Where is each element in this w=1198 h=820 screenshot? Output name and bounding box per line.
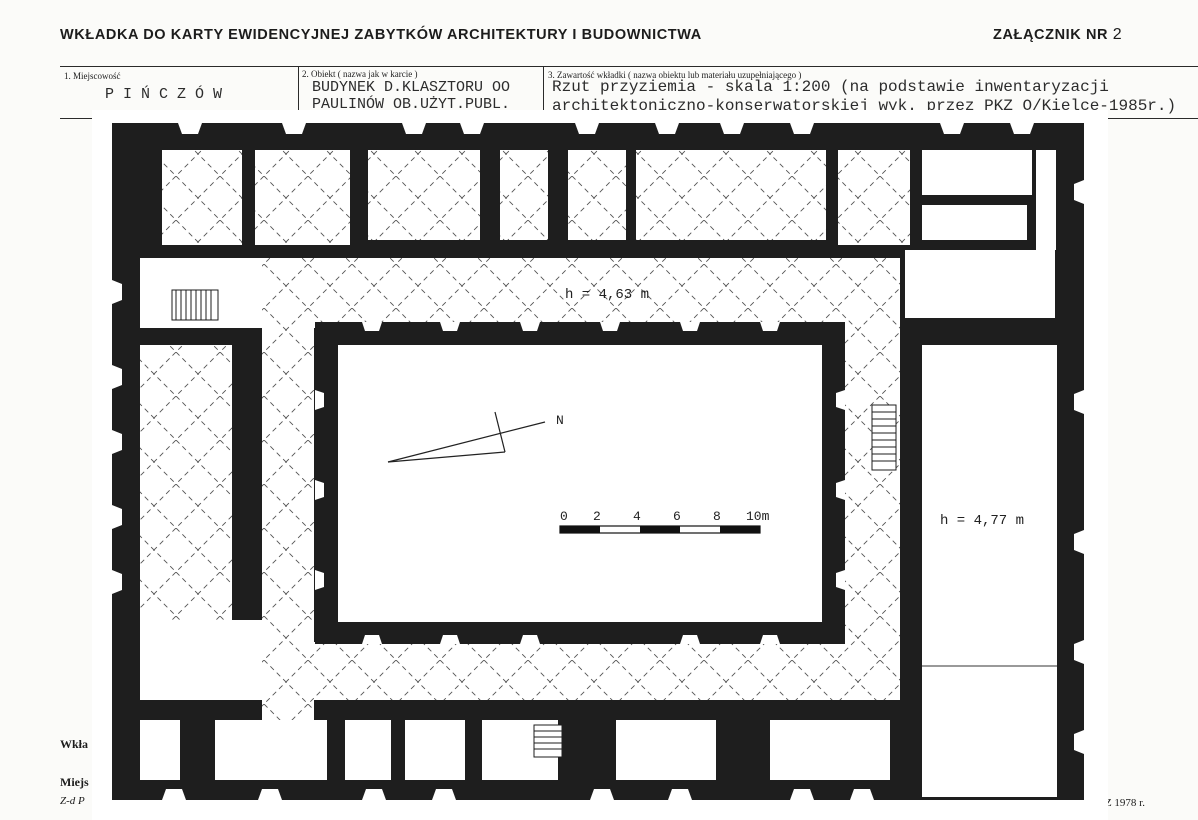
scale-tick-10m: 10m — [746, 509, 770, 524]
north-arrow — [387, 411, 546, 463]
floor-plan: h = 4,63 m h = 4,77 m N 0 2 4 6 8 10m — [92, 110, 1108, 820]
object-label: 2. Obiekt ( nazwa jak w karcie ) — [302, 69, 418, 79]
east-hall — [922, 345, 1057, 797]
place-label: 1. Miejscowość — [64, 71, 121, 81]
north-wing-vaults — [162, 150, 910, 245]
window-openings — [112, 123, 1084, 800]
scale-bar — [559, 525, 761, 534]
attachment-label-text: ZAŁĄCZNIK NR — [993, 27, 1109, 43]
footer-label-3: Z-d P — [60, 795, 85, 807]
footer-label-right: OZ 1978 r. — [1097, 797, 1145, 809]
height-label-north: h = 4,63 m — [565, 287, 649, 303]
scale-tick-8: 8 — [713, 509, 721, 524]
scale-tick-4: 4 — [633, 509, 641, 524]
object-value-line-1: BUDYNEK D.KLASZTORU OO — [312, 79, 511, 96]
scale-tick-6: 6 — [673, 509, 681, 524]
attachment-label: ZAŁĄCZNIK NR 2 — [993, 26, 1122, 44]
south-wing-rooms — [140, 720, 890, 780]
north-arrow-label: N — [556, 413, 564, 428]
field-divider-1 — [298, 66, 299, 118]
height-label-east: h = 4,77 m — [940, 513, 1024, 529]
place-value: P I Ń C Z Ó W — [105, 86, 223, 103]
scale-tick-2: 2 — [593, 509, 601, 524]
attachment-number: 2 — [1112, 26, 1123, 43]
staircases — [171, 289, 897, 758]
footer-label-1: Wkła — [60, 737, 89, 751]
contents-value-line-1: Rzut przyziemia - skala 1:200 (na podsta… — [552, 78, 1109, 96]
object-value-line-2: PAULINÓW OB.UŻYT.PUBL. — [312, 96, 511, 113]
contents-label: 3. Zawartość wkładki ( nazwa obiektu lub… — [548, 70, 802, 80]
document-title: WKŁADKA DO KARTY EWIDENCYJNEJ ZABYTKÓW A… — [60, 27, 702, 43]
courtyard — [338, 345, 822, 622]
header-rule-top — [60, 66, 1198, 67]
footer-label-2: Miejs — [60, 775, 89, 789]
ne-corner-room — [905, 250, 1055, 318]
scale-tick-0: 0 — [560, 509, 568, 524]
field-divider-2 — [543, 66, 544, 118]
